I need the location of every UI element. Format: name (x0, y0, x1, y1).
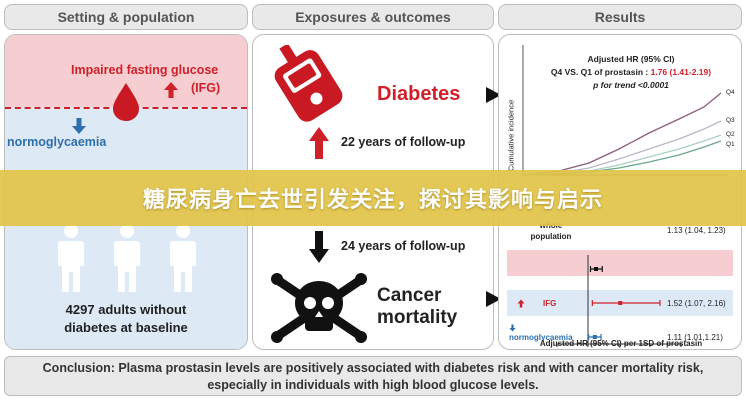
red-up-arrow-icon (309, 127, 329, 159)
population-text: 4297 adults without diabetes at baseline (5, 301, 247, 337)
followup-cancer: 24 years of follow-up (341, 239, 466, 253)
red-up-arrow-icon (164, 82, 178, 98)
forest-value-whole: 1.13 (1.04, 1.23) (667, 226, 726, 235)
header-setting-label: Setting & population (57, 9, 195, 25)
forest-value-ifg: 1.52 (1.07, 2.16) (667, 299, 726, 308)
arrow-to-results-top (486, 87, 501, 103)
curve-label-q4: Q4 (726, 89, 735, 96)
forest-plot: 0.51.01.52.02.5 (556, 255, 682, 347)
followup-diabetes: 22 years of follow-up (341, 135, 466, 149)
forest-point-1 (618, 301, 623, 305)
p-trend: p for trend <0.0001 (593, 80, 669, 90)
population-line2: diabetes at baseline (64, 320, 188, 335)
cancer-mortality-label: Cancer mortality (377, 285, 457, 329)
ifg-label: Impaired fasting glucose (71, 63, 219, 77)
hr-line: Q4 VS. Q1 of prostasin : 1.76 (1.41-2.19… (533, 66, 729, 79)
forest-value-normo: 1.11 (1.01,1.21) (667, 333, 723, 342)
conclusion-line2: especially in individuals with high bloo… (207, 378, 539, 392)
curve-label-q1: Q1 (726, 141, 735, 148)
banner-text: 糖尿病身亡去世引发关注，探讨其影响与启示 (142, 188, 603, 213)
curve-q2 (522, 134, 722, 176)
curve-label-q3: Q3 (726, 117, 735, 124)
header-exposures: Exposures & outcomes (252, 4, 494, 30)
hr-annotation: Adjusted HR (95% CI) Q4 VS. Q1 of prosta… (533, 53, 729, 92)
forest-point-2 (592, 335, 597, 339)
whole-line2: population (530, 232, 572, 241)
forest-ifg-band (507, 250, 733, 276)
hr-title: Adjusted HR (95% CI) (587, 54, 675, 64)
title-banner: 糖尿病身亡去世引发关注，探讨其影响与启示 (0, 170, 746, 226)
forest-point-0 (594, 267, 599, 271)
population-line1: 4297 adults without (65, 302, 187, 317)
curve-q4 (522, 92, 722, 176)
diabetes-label: Diabetes (377, 83, 461, 105)
blue-down-arrow-icon (509, 324, 516, 332)
hr-value: 1.76 (1.41-2.19) (650, 67, 712, 77)
black-down-arrow-icon (309, 231, 329, 263)
hr-prefix: Q4 VS. Q1 of prostasin : (550, 67, 651, 77)
red-up-arrow-icon (517, 299, 525, 308)
conclusion-line1: Conclusion: Plasma prostasin levels are … (42, 361, 704, 375)
cancer-line1: Cancer (377, 285, 442, 306)
header-exposures-label: Exposures & outcomes (295, 9, 451, 25)
ifg-abbr: (IFG) (191, 81, 221, 95)
forest-row-label-normo: normoglycaemia (509, 333, 573, 342)
normoglycaemia-label: normoglycaemia (7, 135, 107, 149)
conclusion-box: Conclusion: Plasma prostasin levels are … (4, 356, 742, 396)
curve-label-q2: Q2 (726, 131, 735, 138)
header-results: Results (498, 4, 742, 30)
blue-down-arrow-icon (72, 118, 86, 134)
forest-xlabel-visible: Adjusted HR (95% CI) per 1SD of prostasi… (539, 339, 703, 348)
arrow-to-results-bottom (486, 291, 501, 307)
forest-row-label-ifg: IFG (543, 299, 557, 308)
header-results-label: Results (594, 9, 646, 25)
people-group-icon (58, 224, 196, 292)
skull-crossbones-icon (271, 273, 367, 343)
header-setting: Setting & population (4, 4, 248, 30)
glucose-meter-icon (274, 45, 343, 122)
blood-drop-icon (113, 83, 139, 121)
cancer-line2: mortality (377, 307, 458, 328)
